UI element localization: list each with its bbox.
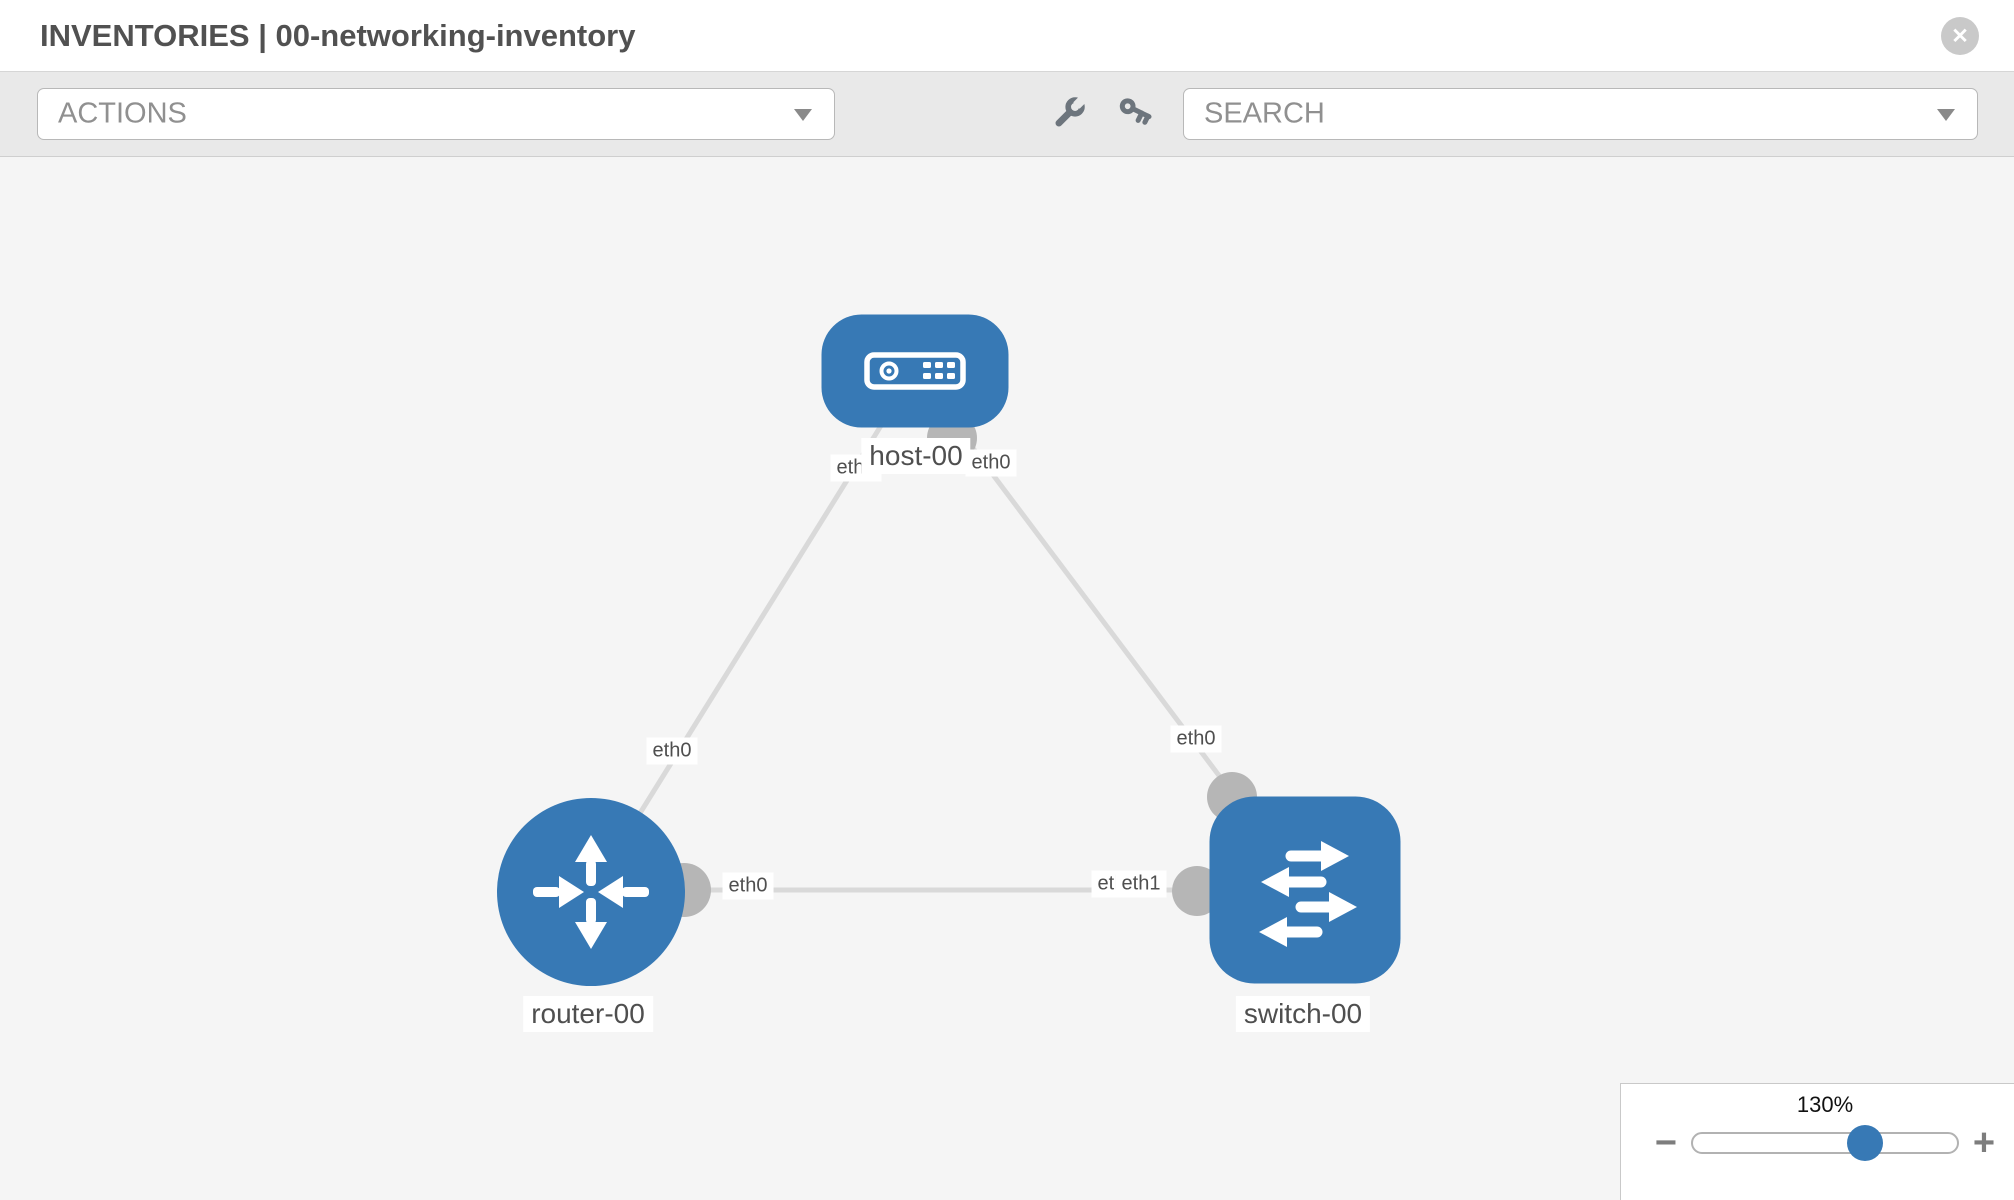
node-label-switch[interactable]: switch-00: [1235, 996, 1371, 1032]
key-icon[interactable]: [1115, 94, 1155, 134]
wrench-icon[interactable]: [1048, 94, 1088, 134]
node-label-host[interactable]: host-00: [861, 438, 971, 474]
interface-label: eth0: [722, 872, 774, 900]
topology-svg: [497, 314, 1401, 986]
close-button[interactable]: ✕: [1941, 17, 1979, 55]
zoom-slider[interactable]: [1691, 1132, 1959, 1154]
node-router-00[interactable]: [497, 798, 685, 986]
zoom-slider-thumb[interactable]: [1847, 1125, 1883, 1161]
search-dropdown[interactable]: SEARCH: [1183, 88, 1978, 140]
topology-canvas[interactable]: host-00 router-00 switch-00 eth0 eth0 et…: [0, 157, 2014, 1200]
interface-label: eth0: [1170, 725, 1222, 753]
zoom-in-button[interactable]: +: [1972, 1122, 1996, 1164]
zoom-out-button[interactable]: −: [1654, 1122, 1678, 1164]
interface-label: eth0: [646, 737, 698, 765]
interface-label: eth0: [965, 449, 1017, 477]
chevron-down-icon: [794, 109, 812, 121]
node-switch-00[interactable]: [1209, 796, 1401, 984]
node-label-router[interactable]: router-00: [523, 996, 653, 1032]
router-icon: [533, 835, 649, 949]
node-host-00[interactable]: [821, 314, 1009, 428]
interface-label: eth1: [1115, 870, 1167, 898]
zoom-level-value: 130%: [1796, 1092, 1854, 1117]
close-icon: ✕: [1951, 24, 1969, 48]
switch-icon: [1259, 841, 1357, 947]
actions-dropdown-label: ACTIONS: [58, 97, 187, 130]
actions-dropdown[interactable]: ACTIONS: [37, 88, 835, 140]
header: INVENTORIES | 00-networking-inventory ✕: [0, 0, 2014, 72]
zoom-panel: 130% − +: [1620, 1083, 2014, 1200]
toolbar: ACTIONS SEARCH: [0, 72, 2014, 157]
chevron-down-icon: [1937, 109, 1955, 121]
search-placeholder: SEARCH: [1204, 97, 1325, 130]
page-title: INVENTORIES | 00-networking-inventory: [40, 17, 636, 53]
host-icon: [864, 352, 966, 390]
